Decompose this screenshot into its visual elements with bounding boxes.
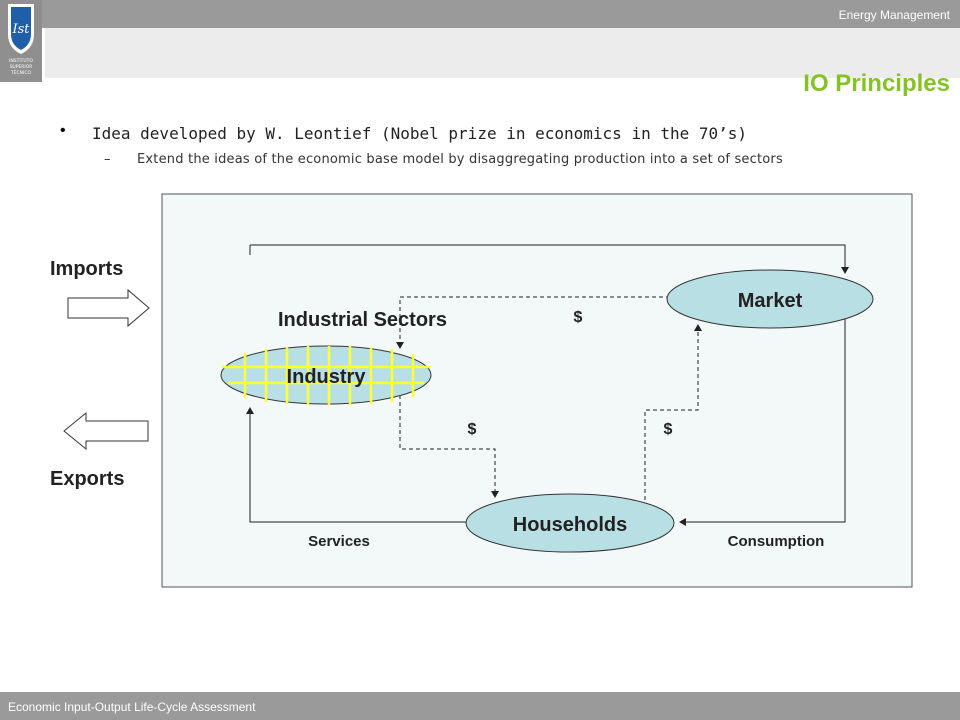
sub-bullet-text: Extend the ideas of the economic base mo… (137, 152, 783, 167)
logo-line-1: INSTITUTO (9, 58, 33, 64)
money-industry-to-households (399, 395, 499, 498)
svg-text:Ist: Ist (11, 22, 30, 37)
exports-arrow-icon (63, 411, 149, 451)
households-ellipse (465, 493, 675, 553)
logo-emblem: Ist INSTITUTO SUPERIOR TÉCNICO (8, 4, 34, 76)
industry-ellipse (220, 345, 432, 405)
logo-line-2: SUPERIOR (10, 64, 33, 70)
money-households-to-market (644, 324, 702, 500)
dollar-right: $ (664, 421, 673, 438)
page-title: IO Principles (803, 70, 950, 97)
money-market-to-industry (396, 296, 670, 349)
industry-sector-grid (222, 346, 430, 405)
flow-top-line (250, 244, 849, 274)
bullet-text: Idea developed by W. Leontief (Nobel pri… (92, 124, 748, 143)
bullet-dot: • (60, 122, 66, 139)
imports-arrow-icon (67, 288, 150, 328)
title-panel: IO Principles (45, 28, 960, 97)
industrial-sectors-label: Industrial Sectors (278, 309, 447, 331)
course-name: Energy Management (838, 8, 950, 22)
market-label: Market (738, 290, 803, 312)
dollar-left: $ (468, 421, 477, 438)
top-bar: Energy Management (0, 0, 960, 28)
market-ellipse (666, 269, 874, 329)
logo-line-3: TÉCNICO (10, 68, 32, 76)
consumption-label: Consumption (728, 533, 825, 550)
exports-label: Exports (50, 468, 124, 490)
ist-logo: Ist INSTITUTO SUPERIOR TÉCNICO (0, 0, 42, 82)
services-label: Services (308, 533, 370, 550)
flow-services-line (246, 407, 470, 523)
industry-label: Industry (287, 366, 367, 388)
sub-bullet-dash: – (104, 152, 111, 167)
footer-bar: Economic Input-Output Life-Cycle Assessm… (0, 692, 960, 720)
flow-consumption-line (679, 310, 846, 526)
imports-label: Imports (50, 258, 123, 280)
footer-text: Economic Input-Output Life-Cycle Assessm… (8, 700, 256, 714)
dollar-top: $ (574, 309, 583, 326)
households-label: Households (513, 514, 627, 536)
